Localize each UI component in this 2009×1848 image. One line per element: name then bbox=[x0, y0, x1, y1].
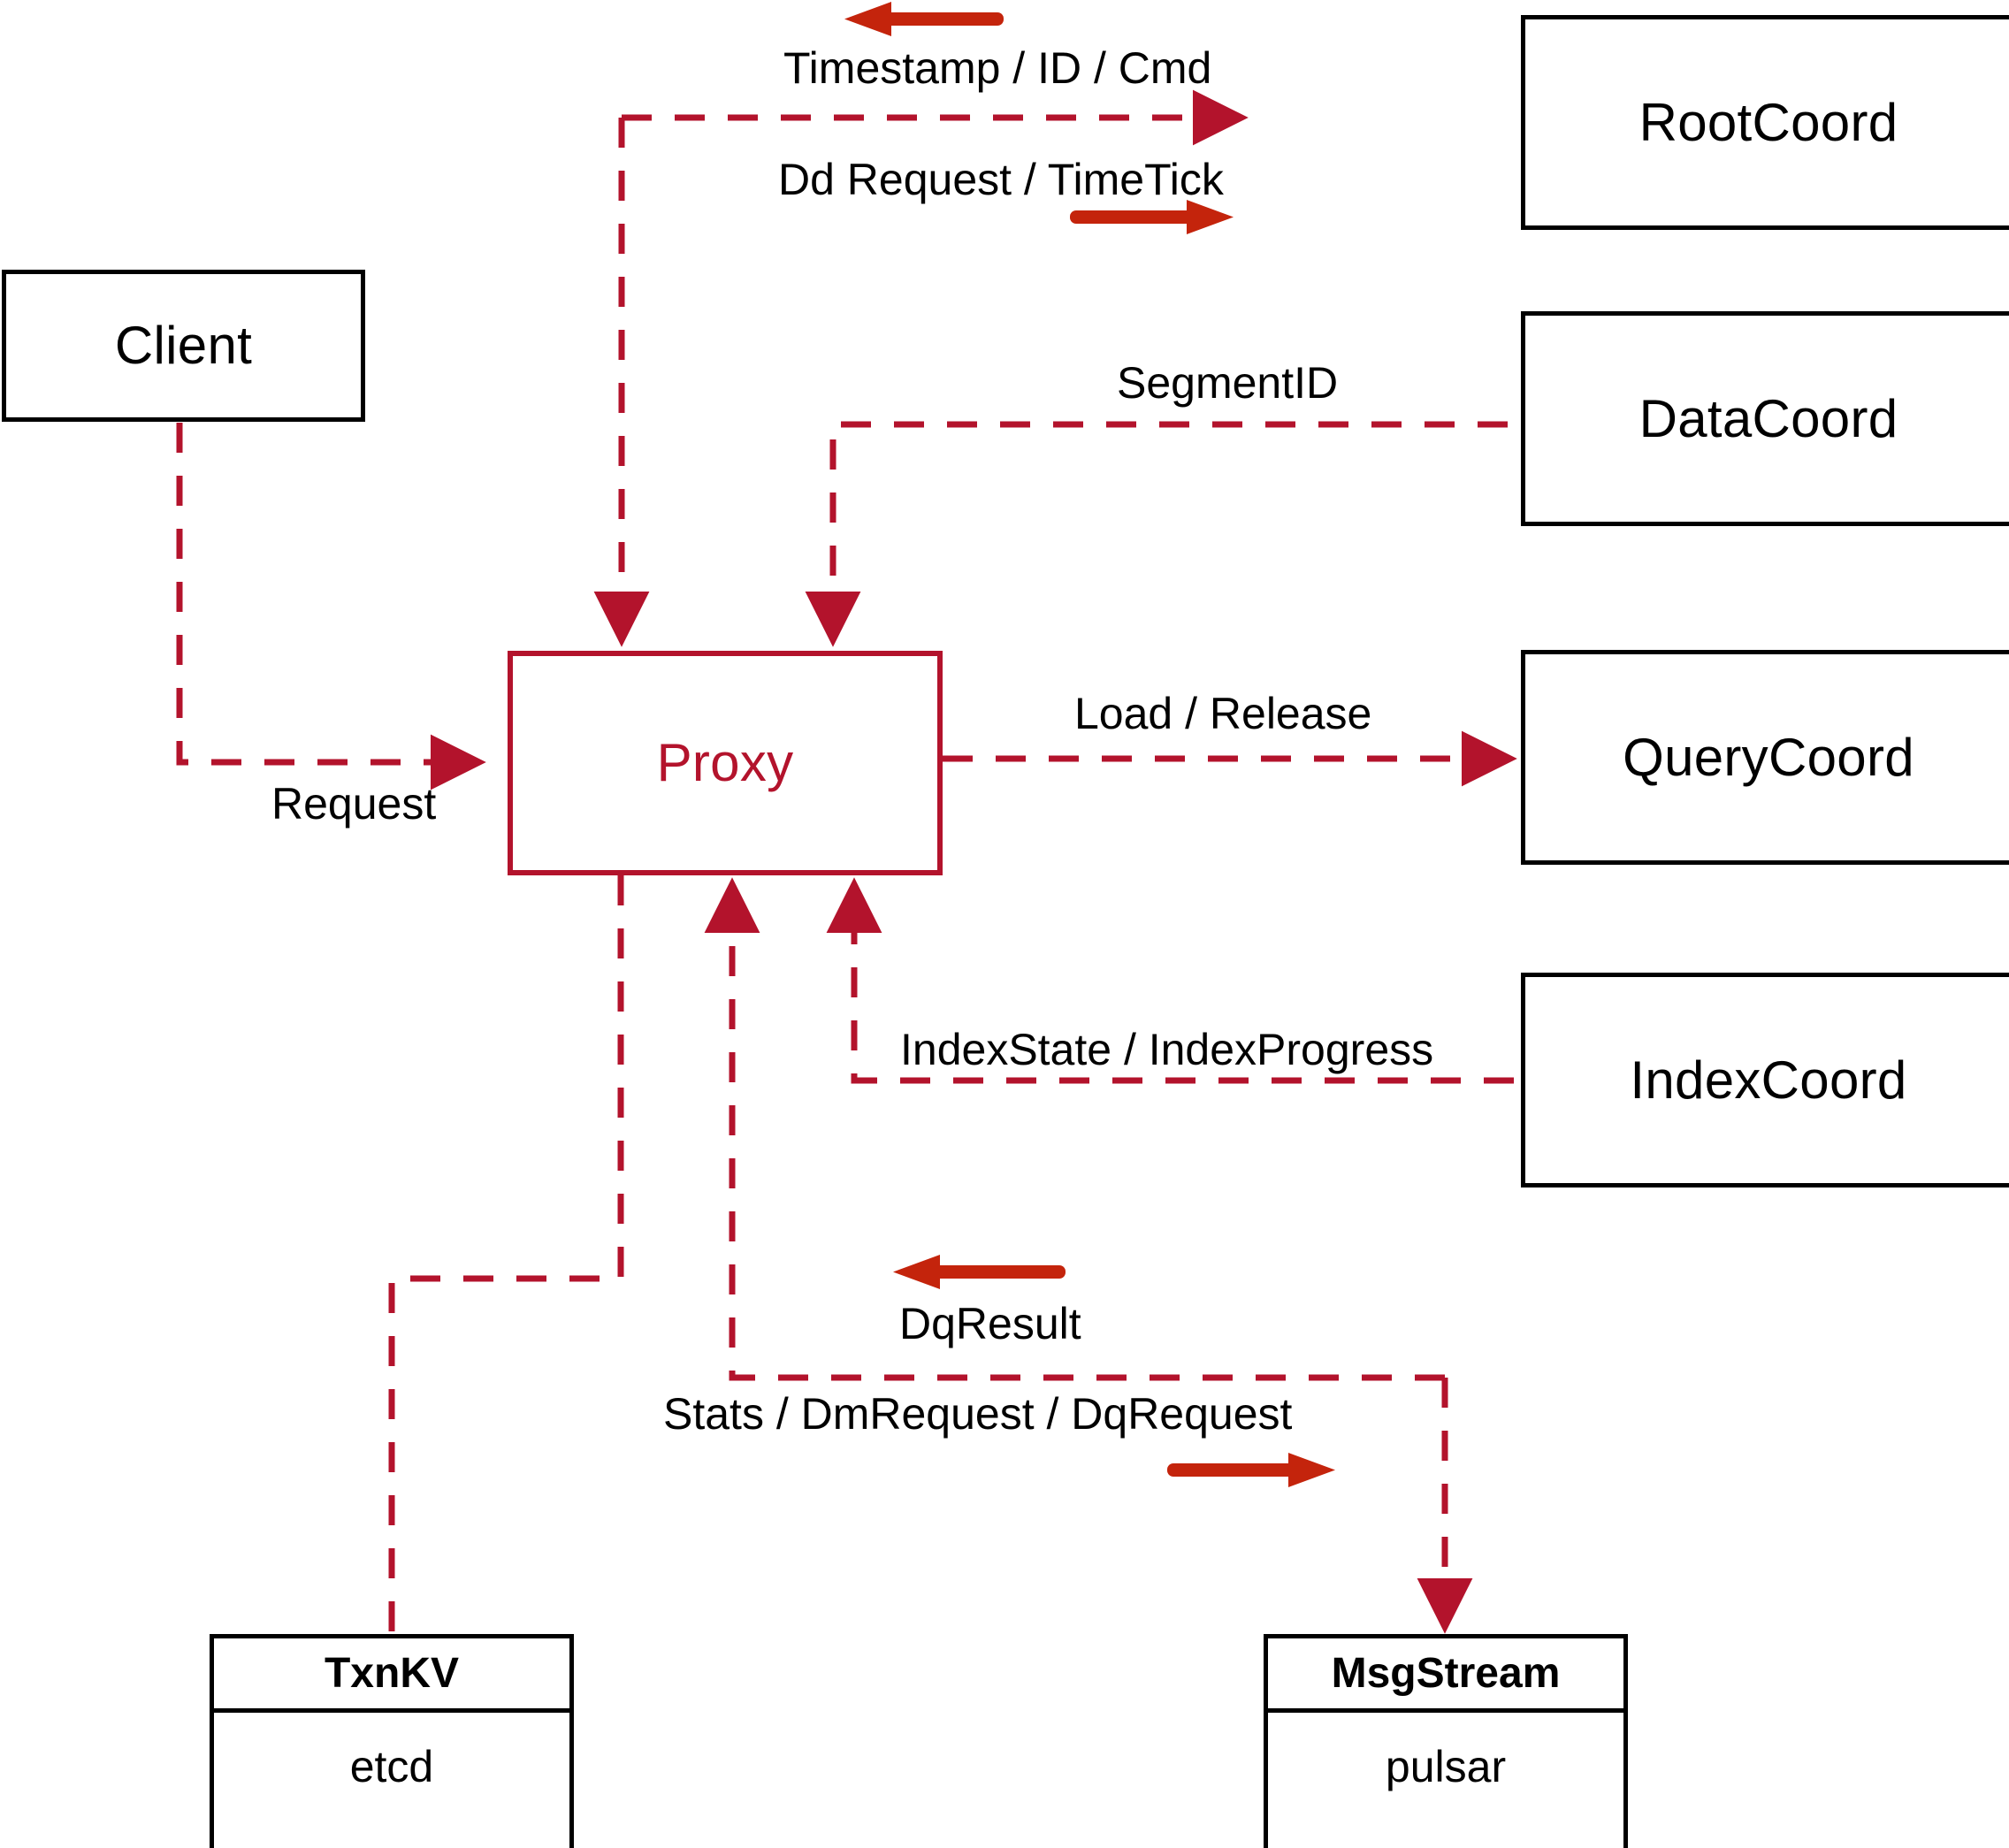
node-msgstream-impl: pulsar bbox=[1385, 1742, 1507, 1791]
node-rootcoord[interactable]: RootCoord bbox=[1521, 15, 2009, 230]
node-datacoord[interactable]: DataCoord bbox=[1521, 311, 2009, 526]
node-indexcoord-label: IndexCoord bbox=[1630, 1050, 1907, 1110]
arrow-ddrequest-icon bbox=[1070, 200, 1234, 234]
edge-label-segmentid: SegmentID bbox=[1117, 358, 1339, 408]
node-querycoord[interactable]: QueryCoord bbox=[1521, 650, 2009, 865]
node-msgstream-title: MsgStream bbox=[1268, 1638, 1623, 1713]
arrow-dqrequest-icon bbox=[1167, 1453, 1335, 1487]
node-msgstream[interactable]: MsgStream pulsar bbox=[1264, 1634, 1628, 1848]
node-indexcoord[interactable]: IndexCoord bbox=[1521, 973, 2009, 1187]
edge-proxy-txnkv bbox=[388, 875, 624, 1634]
edge-label-request: Request bbox=[271, 779, 437, 829]
edge-msgstream-proxy bbox=[704, 877, 1445, 1381]
edge-datacoord-proxy bbox=[805, 421, 1508, 647]
edge-label-indexstate: IndexState / IndexProgress bbox=[900, 1025, 1434, 1074]
node-proxy[interactable]: Proxy bbox=[508, 651, 943, 875]
node-rootcoord-label: RootCoord bbox=[1639, 92, 1898, 152]
edge-label-dqresult: DqResult bbox=[899, 1299, 1081, 1348]
edge-label-ddrequest: Dd Request / TimeTick bbox=[778, 155, 1224, 204]
node-txnkv[interactable]: TxnKV etcd bbox=[210, 1634, 574, 1848]
node-txnkv-title: TxnKV bbox=[214, 1638, 569, 1713]
node-client[interactable]: Client bbox=[2, 270, 365, 422]
arrow-timestamp-icon bbox=[844, 2, 1004, 36]
edge-label-statsdm: Stats / DmRequest / DqRequest bbox=[663, 1389, 1293, 1439]
edge-client-proxy bbox=[176, 423, 486, 790]
node-datacoord-label: DataCoord bbox=[1639, 388, 1898, 448]
node-txnkv-impl: etcd bbox=[349, 1742, 434, 1791]
node-proxy-label: Proxy bbox=[656, 733, 794, 792]
edge-label-timestamp: Timestamp / ID / Cmd bbox=[783, 43, 1212, 93]
node-client-label: Client bbox=[114, 316, 253, 375]
edge-label-loadrelease: Load / Release bbox=[1074, 689, 1372, 738]
arrow-dqresult-icon bbox=[893, 1255, 1066, 1289]
node-querycoord-label: QueryCoord bbox=[1623, 727, 1914, 787]
